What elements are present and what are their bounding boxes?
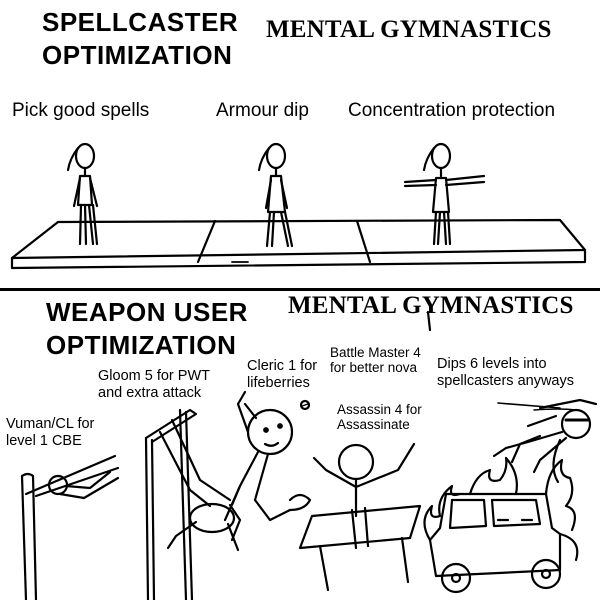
label-gloom-5: Gloom 5 for PWT and extra attack <box>98 368 210 402</box>
table-figure <box>298 442 422 592</box>
high-bar-figure <box>20 454 120 600</box>
top-title-left: SPELLCASTER OPTIMIZATION <box>42 7 239 70</box>
gymnast-figure-3 <box>403 142 486 246</box>
label-vuman-cl: Vuman/CL for level 1 CBE <box>6 416 95 450</box>
gymnast-figure-1 <box>66 142 99 246</box>
label-dips-6-levels: Dips 6 levels into spellcasters anyways <box>437 356 574 390</box>
label-concentration-protection: Concentration protection <box>348 100 556 121</box>
label-pick-good-spells: Pick good spells <box>12 100 150 121</box>
gym-mat <box>10 218 587 270</box>
gymnast-figure-2 <box>257 142 294 248</box>
label-assassin-4: Assassin 4 for Assassinate <box>337 402 422 433</box>
flying-figure <box>492 398 598 484</box>
label-battle-master-4: Battle Master 4 for better nova <box>330 345 421 376</box>
top-title-right: MENTAL GYMNASTICS <box>266 16 552 43</box>
bottom-title-right: MENTAL GYMNASTICS <box>288 292 574 319</box>
label-cleric-1: Cleric 1 for lifeberries <box>247 358 318 392</box>
panel-divider <box>0 288 600 291</box>
cleric-figure <box>223 390 312 542</box>
bottom-title-left: WEAPON USER OPTIMIZATION <box>46 297 248 360</box>
uneven-bars-figure <box>144 408 240 600</box>
burning-car <box>423 456 579 594</box>
pointer-line <box>426 310 432 332</box>
label-armour-dip: Armour dip <box>216 100 309 121</box>
